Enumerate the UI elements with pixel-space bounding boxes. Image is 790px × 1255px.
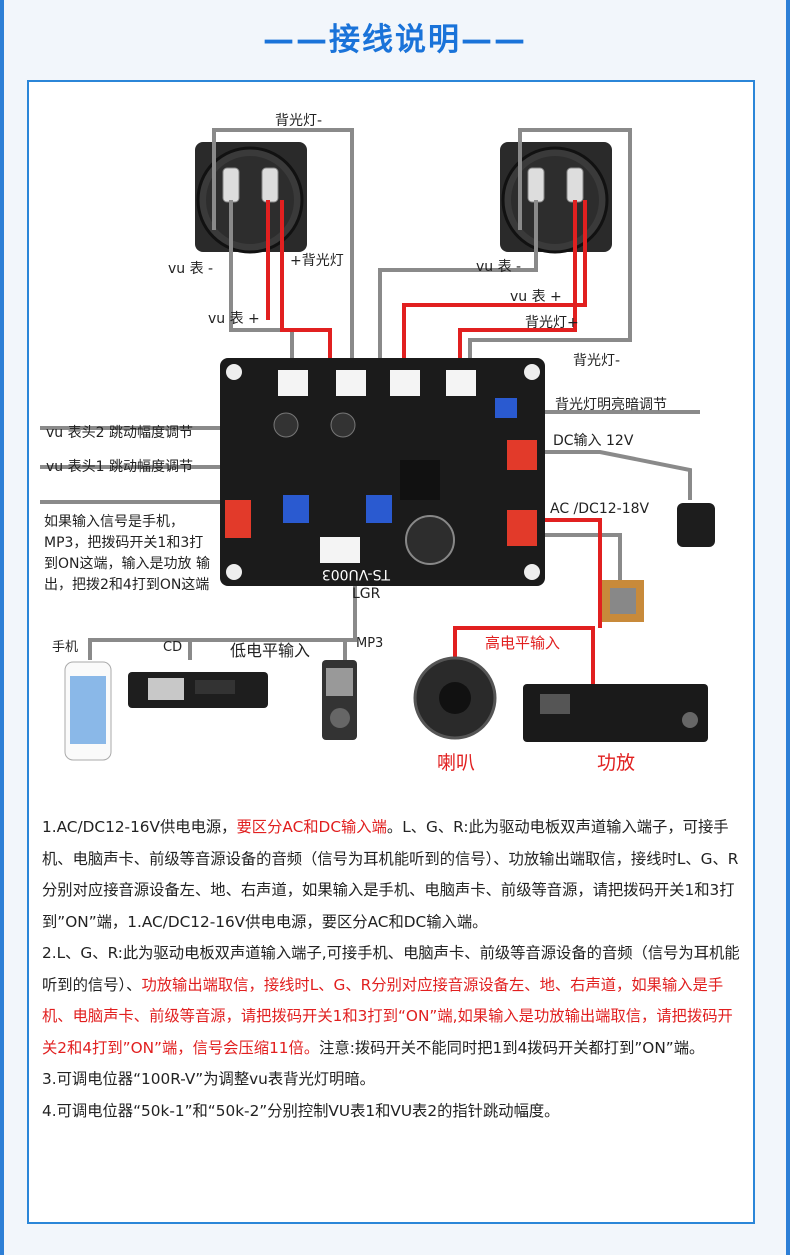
left-accent-bar bbox=[0, 0, 4, 1255]
page-title: ——接线说明—— bbox=[263, 22, 527, 58]
label-right-backlight-plus: 背光灯+ bbox=[525, 315, 579, 331]
label-left-vu-minus: vu 表 - bbox=[168, 261, 214, 277]
label-right-vu-minus: vu 表 - bbox=[476, 259, 522, 275]
label-vu2-adjust: vu 表头2 跳动幅度调节 bbox=[46, 425, 193, 441]
cd-player-device bbox=[128, 672, 268, 708]
note-2: 2.L、G、R:此为驱动电板双声道输入端子,可接手机、电脑声卡、前级等音源设备的… bbox=[42, 944, 740, 1057]
label-backlight-minus-top: 背光灯- bbox=[275, 113, 323, 129]
right-accent-bar bbox=[786, 0, 790, 1255]
label-low-level-input: 低电平输入 bbox=[230, 641, 311, 660]
label-high-level-input: 高电平输入 bbox=[485, 634, 561, 652]
label-amplifier: 功放 bbox=[597, 752, 636, 774]
note-1: 1.AC/DC12-16V供电电源，要区分AC和DC输入端。L、G、R:此为驱动… bbox=[42, 818, 739, 931]
label-phone: 手机 bbox=[52, 640, 79, 655]
label-dc-input: DC输入 12V bbox=[553, 433, 634, 449]
speaker-device bbox=[413, 656, 497, 740]
red-wires bbox=[266, 200, 602, 690]
vu-meter-left bbox=[195, 142, 307, 254]
label-brightness-adjust: 背光灯明亮暗调节 bbox=[555, 397, 667, 413]
label-mp3: MP3 bbox=[356, 636, 384, 651]
label-lgr: LGR bbox=[352, 586, 381, 602]
note-3: 3.可调电位器“100R-V”为调整vu表背光灯明暗。 bbox=[42, 1070, 375, 1088]
power-adapter bbox=[677, 503, 715, 547]
label-ac-dc-input: AC /DC12-18V bbox=[550, 501, 650, 517]
phone-device bbox=[64, 661, 112, 761]
note-4: 4.可调电位器“50k-1”和“50k-2”分别控制VU表1和VU表2的指针跳动… bbox=[42, 1101, 560, 1120]
instructions-text: 1.AC/DC12-16V供电电源，要区分AC和DC输入端。L、G、R:此为驱动… bbox=[42, 812, 742, 1127]
label-cd: CD bbox=[163, 640, 183, 655]
label-left-vu-plus: vu 表 + bbox=[208, 311, 260, 327]
label-right-vu-plus: vu 表 + bbox=[510, 289, 562, 305]
label-speaker: 喇叭 bbox=[437, 752, 476, 774]
label-vu1-adjust: vu 表头1 跳动幅度调节 bbox=[46, 459, 193, 475]
gray-wires bbox=[40, 128, 700, 660]
transformer bbox=[602, 580, 644, 622]
label-right-backlight-minus: 背光灯- bbox=[573, 353, 621, 369]
label-switch-note: 如果输入信号是手机，MP3，把拨码开关1和3打 到ON这端，输入是功放 输出，把… bbox=[44, 514, 210, 593]
label-left-backlight-plus: +背光灯 bbox=[290, 253, 344, 269]
mp3-player-device bbox=[322, 660, 357, 740]
board-model: TS-VU003 bbox=[322, 566, 391, 582]
amplifier-device bbox=[523, 684, 708, 742]
driver-board: TS-VU003 bbox=[220, 358, 545, 586]
vu-meter-right bbox=[500, 142, 612, 254]
